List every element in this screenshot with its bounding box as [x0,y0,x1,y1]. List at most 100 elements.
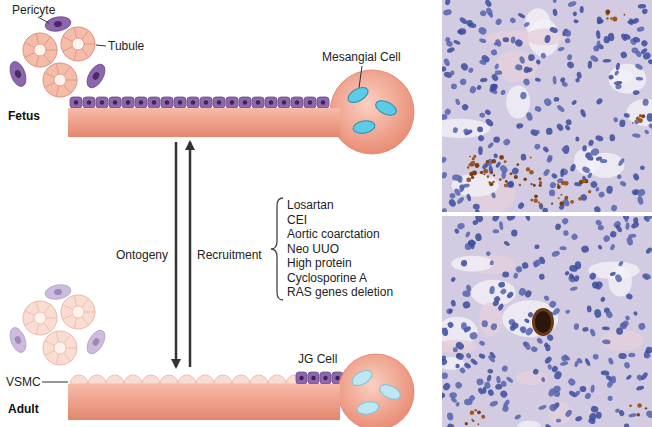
cell-nucleus [498,281,506,288]
cell-border [45,83,55,88]
cell-nucleus [575,78,581,84]
endothelial-renin-cell [96,97,108,108]
cell-nucleus [614,273,623,283]
cell-nucleus [494,63,500,70]
cell-nucleus [607,395,614,402]
cell-nucleus [443,58,451,67]
cell-nucleus [478,340,485,347]
cell-nucleus [459,367,467,375]
cell-nucleus [641,7,649,15]
cell-nucleus [489,286,495,295]
cell-nucleus [217,100,221,104]
tubule-lumen [54,74,66,86]
cell-nucleus [550,365,559,374]
cell-nucleus [576,71,582,79]
cell-border [36,324,38,335]
renin-stain [474,409,477,412]
cell-nucleus [584,392,592,401]
cell-border [25,53,35,58]
renin-stain [582,179,586,183]
cell-nucleus [619,119,626,127]
mesangial-cell [345,84,370,105]
cell-nucleus [525,216,531,221]
cell-nucleus [636,77,644,81]
cell-nucleus [609,230,617,238]
cell-nucleus [500,89,507,96]
cell-nucleus [602,326,610,330]
cell-nucleus [575,136,579,141]
cell-nucleus [642,99,648,106]
renin-stain [629,404,632,407]
cell-nucleus [594,308,602,318]
cell-nucleus [538,404,547,410]
cell-nucleus [564,409,573,419]
cell-nucleus [490,73,499,83]
tubule-cluster [7,15,109,365]
tissue-patch [442,119,490,138]
arrow-label: Recruitment [197,248,262,262]
cell-nucleus [165,100,169,104]
pericyte-body [7,325,29,354]
endothelial-renin-cell [174,97,186,108]
cell-nucleus [299,376,303,380]
endothelial-renin-cell [161,97,173,108]
renin-stain [605,9,610,14]
cell-nucleus [488,165,493,174]
cell-nucleus [552,76,556,85]
stage-label: Adult [8,402,39,416]
cell-nucleus [640,371,649,381]
renin-stain [499,155,504,160]
cell-border [82,49,89,58]
cell-nucleus [478,146,483,155]
cell-nucleus [645,346,652,354]
cell-nucleus [589,328,596,337]
cell-nucleus [494,17,502,26]
cell-nucleus [500,380,507,387]
cell-nucleus [540,52,547,59]
cell-nucleus [139,100,143,104]
cell-nucleus [544,34,551,43]
list-bracket [271,198,283,300]
cell-nucleus [593,354,599,360]
endothelial-renin-cell [291,97,303,108]
cell-nucleus [640,39,648,47]
renin-stain [504,160,507,163]
cell-nucleus [582,145,587,152]
cell-nucleus [645,246,652,254]
cell-nucleus [588,139,595,146]
cell-nucleus [564,270,570,276]
cell-nucleus [442,207,448,212]
leader-line [96,45,106,46]
cell-nucleus [520,92,527,99]
cell-nucleus [482,320,488,327]
cell-nucleus [561,217,570,226]
cell-border [44,323,51,332]
cell-nucleus [625,292,633,300]
cell-nucleus [618,353,627,360]
cell-border [46,50,57,51]
cell-nucleus [595,134,605,142]
cell-nucleus [556,104,566,113]
pericyte-nucleus [54,288,63,295]
cell-nucleus [536,337,544,345]
cell-nucleus [522,262,529,269]
cell-nucleus [243,100,247,104]
cell-nucleus [509,17,517,25]
cell-nucleus [479,59,487,65]
tubule [43,331,77,365]
cell-nucleus [493,153,498,159]
cell-nucleus [489,400,499,407]
cell-nucleus [455,352,465,361]
renin-stain [532,308,554,336]
cell-nucleus [282,100,286,104]
cell-nucleus [517,12,526,19]
transition-arrow [189,142,192,367]
cell-nucleus [461,103,470,112]
cell-border [36,301,38,312]
renin-stain [606,17,608,19]
cell-nucleus [588,412,598,422]
cell-nucleus [628,353,635,358]
cell-nucleus [581,165,591,174]
